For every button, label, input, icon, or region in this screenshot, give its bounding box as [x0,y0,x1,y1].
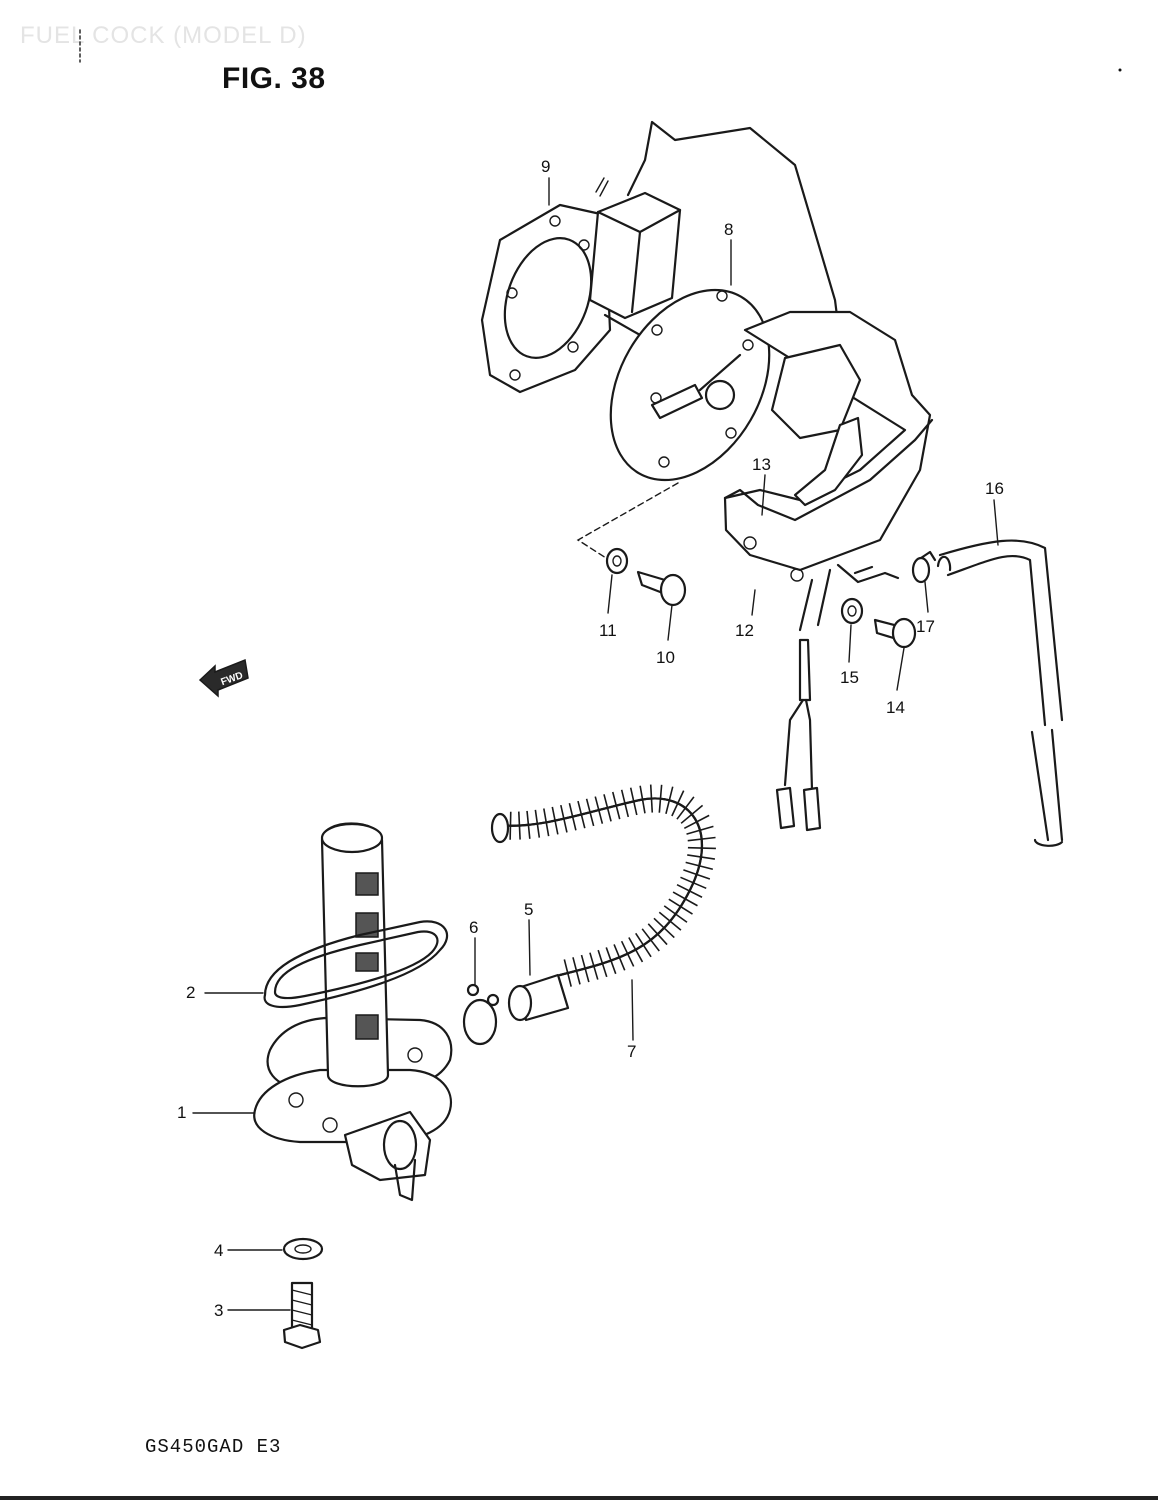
bolt-14 [873,617,917,649]
hose-rib [676,883,703,898]
part-label-16: 16 [985,479,1004,498]
hose-ribs [509,784,716,987]
washer-4 [282,1237,324,1261]
hose-rib [572,957,581,985]
hose-rib [685,861,714,871]
hose-rib [680,876,707,890]
hose-rib [683,814,710,830]
hose-5 [507,973,570,1022]
fuel-cock-1 [253,822,453,1202]
hose-rib [672,891,698,907]
wire-connector [775,638,822,832]
washer-15 [840,597,864,625]
part-label-11: 11 [599,621,617,640]
hose-rib [534,809,541,838]
washer-11 [605,547,629,575]
leader-lines [192,177,999,1311]
part-label-9: 9 [541,157,550,176]
hose-rib [568,802,577,831]
hose-rib [676,796,695,820]
hose-rib [517,811,521,840]
hose-rib [665,786,674,815]
hose-rib [585,798,595,827]
hose-rib [671,790,685,817]
hose-rib [668,898,693,915]
hose-16 [936,539,1064,847]
sender-unit [588,120,847,382]
hose-rib [653,917,675,939]
model-code: GS450GAD E3 [145,1436,282,1458]
float-cover-12 [723,310,934,632]
hose-rib [687,854,716,860]
bottom-border [0,1496,1158,1500]
hose-rib [560,804,568,833]
hose-rib [639,785,646,814]
part-label-7: 7 [627,1042,636,1061]
hose-rib [687,846,716,850]
hose-rib [611,791,621,820]
hose-rib [543,808,550,837]
hose-rib [629,787,638,816]
hose-rib [658,911,682,931]
part-label-15: 15 [840,668,859,687]
hose-rib [605,947,617,975]
hose-rib [641,928,660,952]
hose-rib [663,905,688,923]
ghost-section-title: FUEL COCK (MODEL D) [20,22,307,49]
fwd-arrow: FWD [198,658,249,698]
part-label-17: 17 [916,617,935,636]
hose-rib [620,789,630,818]
part-label-5: 5 [524,900,533,919]
hose-rib [635,932,652,958]
part-label-8: 8 [724,220,733,239]
hose-rib [580,954,590,983]
hose-rib [551,806,559,835]
hose-rib [597,949,608,978]
hose-rib [589,952,599,980]
hose-rib [620,940,635,967]
hose-rib [613,944,626,971]
part-label-12: 12 [735,621,754,640]
part-label-14: 14 [886,698,905,717]
part-label-2: 2 [186,983,195,1002]
hose-rib [687,836,716,842]
hose-rib [603,794,612,822]
clip-6 [462,983,500,1046]
hose-rib [563,959,572,987]
hose-rib [594,796,604,824]
part-label-1: 1 [177,1103,186,1122]
part-label-10: 10 [656,648,675,667]
hose-rib [526,810,531,839]
hose-rib [647,923,668,946]
part-label-4: 4 [214,1241,223,1260]
hose-rib [628,937,644,963]
hose-rib [683,869,711,880]
figure-title: FIG. 38 [222,62,326,95]
hose-rib [649,784,654,813]
hose-rib [658,784,663,813]
hose-rib [680,804,704,824]
hose-7 [490,784,716,987]
o-ring-2 [263,920,449,1009]
gasket-9 [480,203,612,394]
bolt-3 [282,1281,322,1350]
plate-8 [609,288,771,482]
hose-rib [686,825,714,835]
bolt-10 [636,570,687,607]
hose-rib [509,811,512,840]
part-label-3: 3 [214,1301,223,1320]
hose-rib [577,800,586,829]
part-label-13: 13 [752,455,771,474]
part-label-6: 6 [469,918,478,937]
clip-17 [911,550,937,584]
